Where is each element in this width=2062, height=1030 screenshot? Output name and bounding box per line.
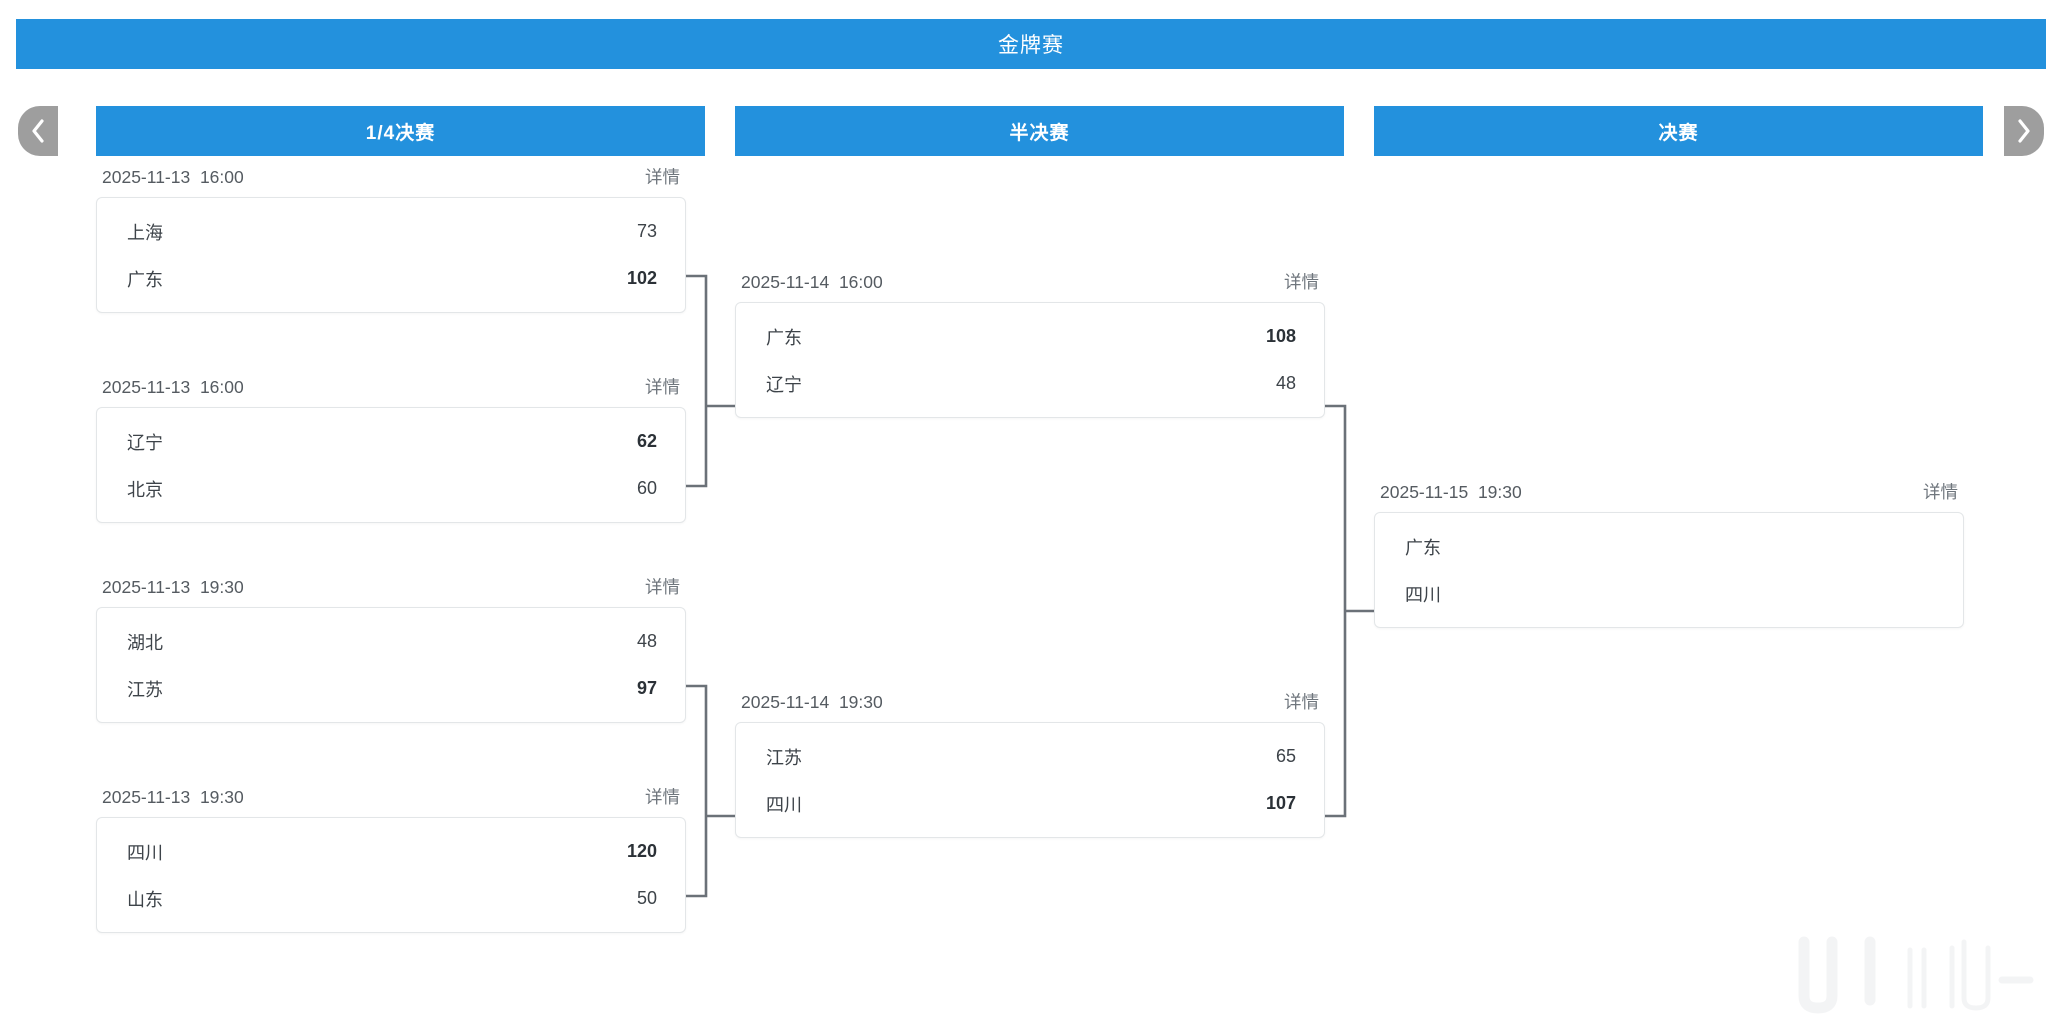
match-card-sf2[interactable]: 2025-11-14 19:30 详情 江苏 65 四川 107 xyxy=(735,689,1325,838)
team-name: 四川 xyxy=(127,842,163,863)
match-datetime: 2025-11-14 16:00 xyxy=(741,272,883,292)
match-card-qf3[interactable]: 2025-11-13 19:30 详情 湖北 48 江苏 97 xyxy=(96,574,686,723)
match-header: 2025-11-13 16:00 详情 xyxy=(96,374,686,407)
tab-semifinal-label: 半决赛 xyxy=(1009,122,1070,144)
team-name: 上海 xyxy=(127,222,163,243)
team-row: 广东 xyxy=(1375,523,1963,570)
match-details-link[interactable]: 详情 xyxy=(645,787,680,807)
match-details-link[interactable]: 详情 xyxy=(1923,482,1958,502)
team-row: 四川 xyxy=(1375,570,1963,617)
match-datetime: 2025-11-14 19:30 xyxy=(741,692,883,712)
team-score: 48 xyxy=(636,631,657,651)
team-name: 广东 xyxy=(766,327,802,348)
team-score: 97 xyxy=(636,678,657,698)
team-name: 广东 xyxy=(127,269,163,290)
match-datetime: 2025-11-13 19:30 xyxy=(102,577,244,597)
match-card-final[interactable]: 2025-11-15 19:30 详情 广东 四川 xyxy=(1374,479,1964,628)
tab-final[interactable]: 决赛 xyxy=(1374,106,1983,156)
match-details-link[interactable]: 详情 xyxy=(645,377,680,397)
match-datetime: 2025-11-15 19:30 xyxy=(1380,482,1522,502)
chevron-left-icon xyxy=(29,117,47,145)
match-details-link[interactable]: 详情 xyxy=(1284,692,1319,712)
team-row: 广东 102 xyxy=(97,255,685,302)
match-card-qf1[interactable]: 2025-11-13 16:00 详情 上海 73 广东 102 xyxy=(96,164,686,313)
team-score: 73 xyxy=(636,221,657,241)
match-datetime: 2025-11-13 19:30 xyxy=(102,787,244,807)
team-score: 65 xyxy=(1275,746,1296,766)
team-row: 辽宁 48 xyxy=(736,360,1324,407)
team-name: 江苏 xyxy=(766,747,802,768)
team-row: 北京 60 xyxy=(97,465,685,512)
match-header: 2025-11-13 19:30 详情 xyxy=(96,784,686,817)
match-header: 2025-11-14 16:00 详情 xyxy=(735,269,1325,302)
page-title-bar: 金牌赛 xyxy=(16,19,2046,69)
team-name: 山东 xyxy=(127,889,163,910)
match-card-qf2[interactable]: 2025-11-13 16:00 详情 辽宁 62 北京 60 xyxy=(96,374,686,523)
team-name: 广东 xyxy=(1405,537,1441,558)
team-score: 108 xyxy=(1265,326,1296,346)
match-details-link[interactable]: 详情 xyxy=(1284,272,1319,292)
round-tabs-row: 1/4决赛 半决赛 决赛 xyxy=(0,106,2062,156)
chevron-right-icon xyxy=(2015,117,2033,145)
team-row: 江苏 65 xyxy=(736,733,1324,780)
match-teams: 广东 四川 xyxy=(1374,512,1964,628)
match-teams: 湖北 48 江苏 97 xyxy=(96,607,686,723)
match-card-qf4[interactable]: 2025-11-13 19:30 详情 四川 120 山东 50 xyxy=(96,784,686,933)
team-score: 48 xyxy=(1275,373,1296,393)
team-name: 辽宁 xyxy=(127,432,163,453)
match-teams: 广东 108 辽宁 48 xyxy=(735,302,1325,418)
team-row: 辽宁 62 xyxy=(97,418,685,465)
team-row: 山东 50 xyxy=(97,875,685,922)
match-teams: 上海 73 广东 102 xyxy=(96,197,686,313)
team-score: 120 xyxy=(626,841,657,861)
team-score: 102 xyxy=(626,268,657,288)
bracket-area: 2025-11-13 16:00 详情 上海 73 广东 102 2025-11… xyxy=(0,156,2062,1030)
team-name: 四川 xyxy=(766,794,802,815)
match-teams: 江苏 65 四川 107 xyxy=(735,722,1325,838)
tab-quarterfinal-label: 1/4决赛 xyxy=(365,122,436,144)
prev-round-button[interactable] xyxy=(18,106,58,156)
team-row: 四川 107 xyxy=(736,780,1324,827)
team-name: 四川 xyxy=(1405,584,1441,605)
team-row: 江苏 97 xyxy=(97,665,685,712)
match-datetime: 2025-11-13 16:00 xyxy=(102,377,244,397)
team-name: 辽宁 xyxy=(766,374,802,395)
match-datetime: 2025-11-13 16:00 xyxy=(102,167,244,187)
team-score: 60 xyxy=(636,478,657,498)
page-title: 金牌赛 xyxy=(998,34,1064,57)
team-row: 广东 108 xyxy=(736,313,1324,360)
match-teams: 四川 120 山东 50 xyxy=(96,817,686,933)
team-row: 湖北 48 xyxy=(97,618,685,665)
team-name: 北京 xyxy=(127,479,163,500)
team-name: 湖北 xyxy=(127,632,163,653)
match-header: 2025-11-13 19:30 详情 xyxy=(96,574,686,607)
team-score: 107 xyxy=(1265,793,1296,813)
match-card-sf1[interactable]: 2025-11-14 16:00 详情 广东 108 辽宁 48 xyxy=(735,269,1325,418)
match-teams: 辽宁 62 北京 60 xyxy=(96,407,686,523)
tab-semifinal[interactable]: 半决赛 xyxy=(735,106,1344,156)
team-row: 上海 73 xyxy=(97,208,685,255)
match-header: 2025-11-14 19:30 详情 xyxy=(735,689,1325,722)
team-score: 50 xyxy=(636,888,657,908)
team-name: 江苏 xyxy=(127,679,163,700)
match-details-link[interactable]: 详情 xyxy=(645,577,680,597)
match-details-link[interactable]: 详情 xyxy=(645,167,680,187)
tab-quarterfinal[interactable]: 1/4决赛 xyxy=(96,106,705,156)
next-round-button[interactable] xyxy=(2004,106,2044,156)
tab-final-label: 决赛 xyxy=(1658,122,1699,144)
team-row: 四川 120 xyxy=(97,828,685,875)
team-score: 62 xyxy=(636,431,657,451)
match-header: 2025-11-15 19:30 详情 xyxy=(1374,479,1964,512)
match-header: 2025-11-13 16:00 详情 xyxy=(96,164,686,197)
